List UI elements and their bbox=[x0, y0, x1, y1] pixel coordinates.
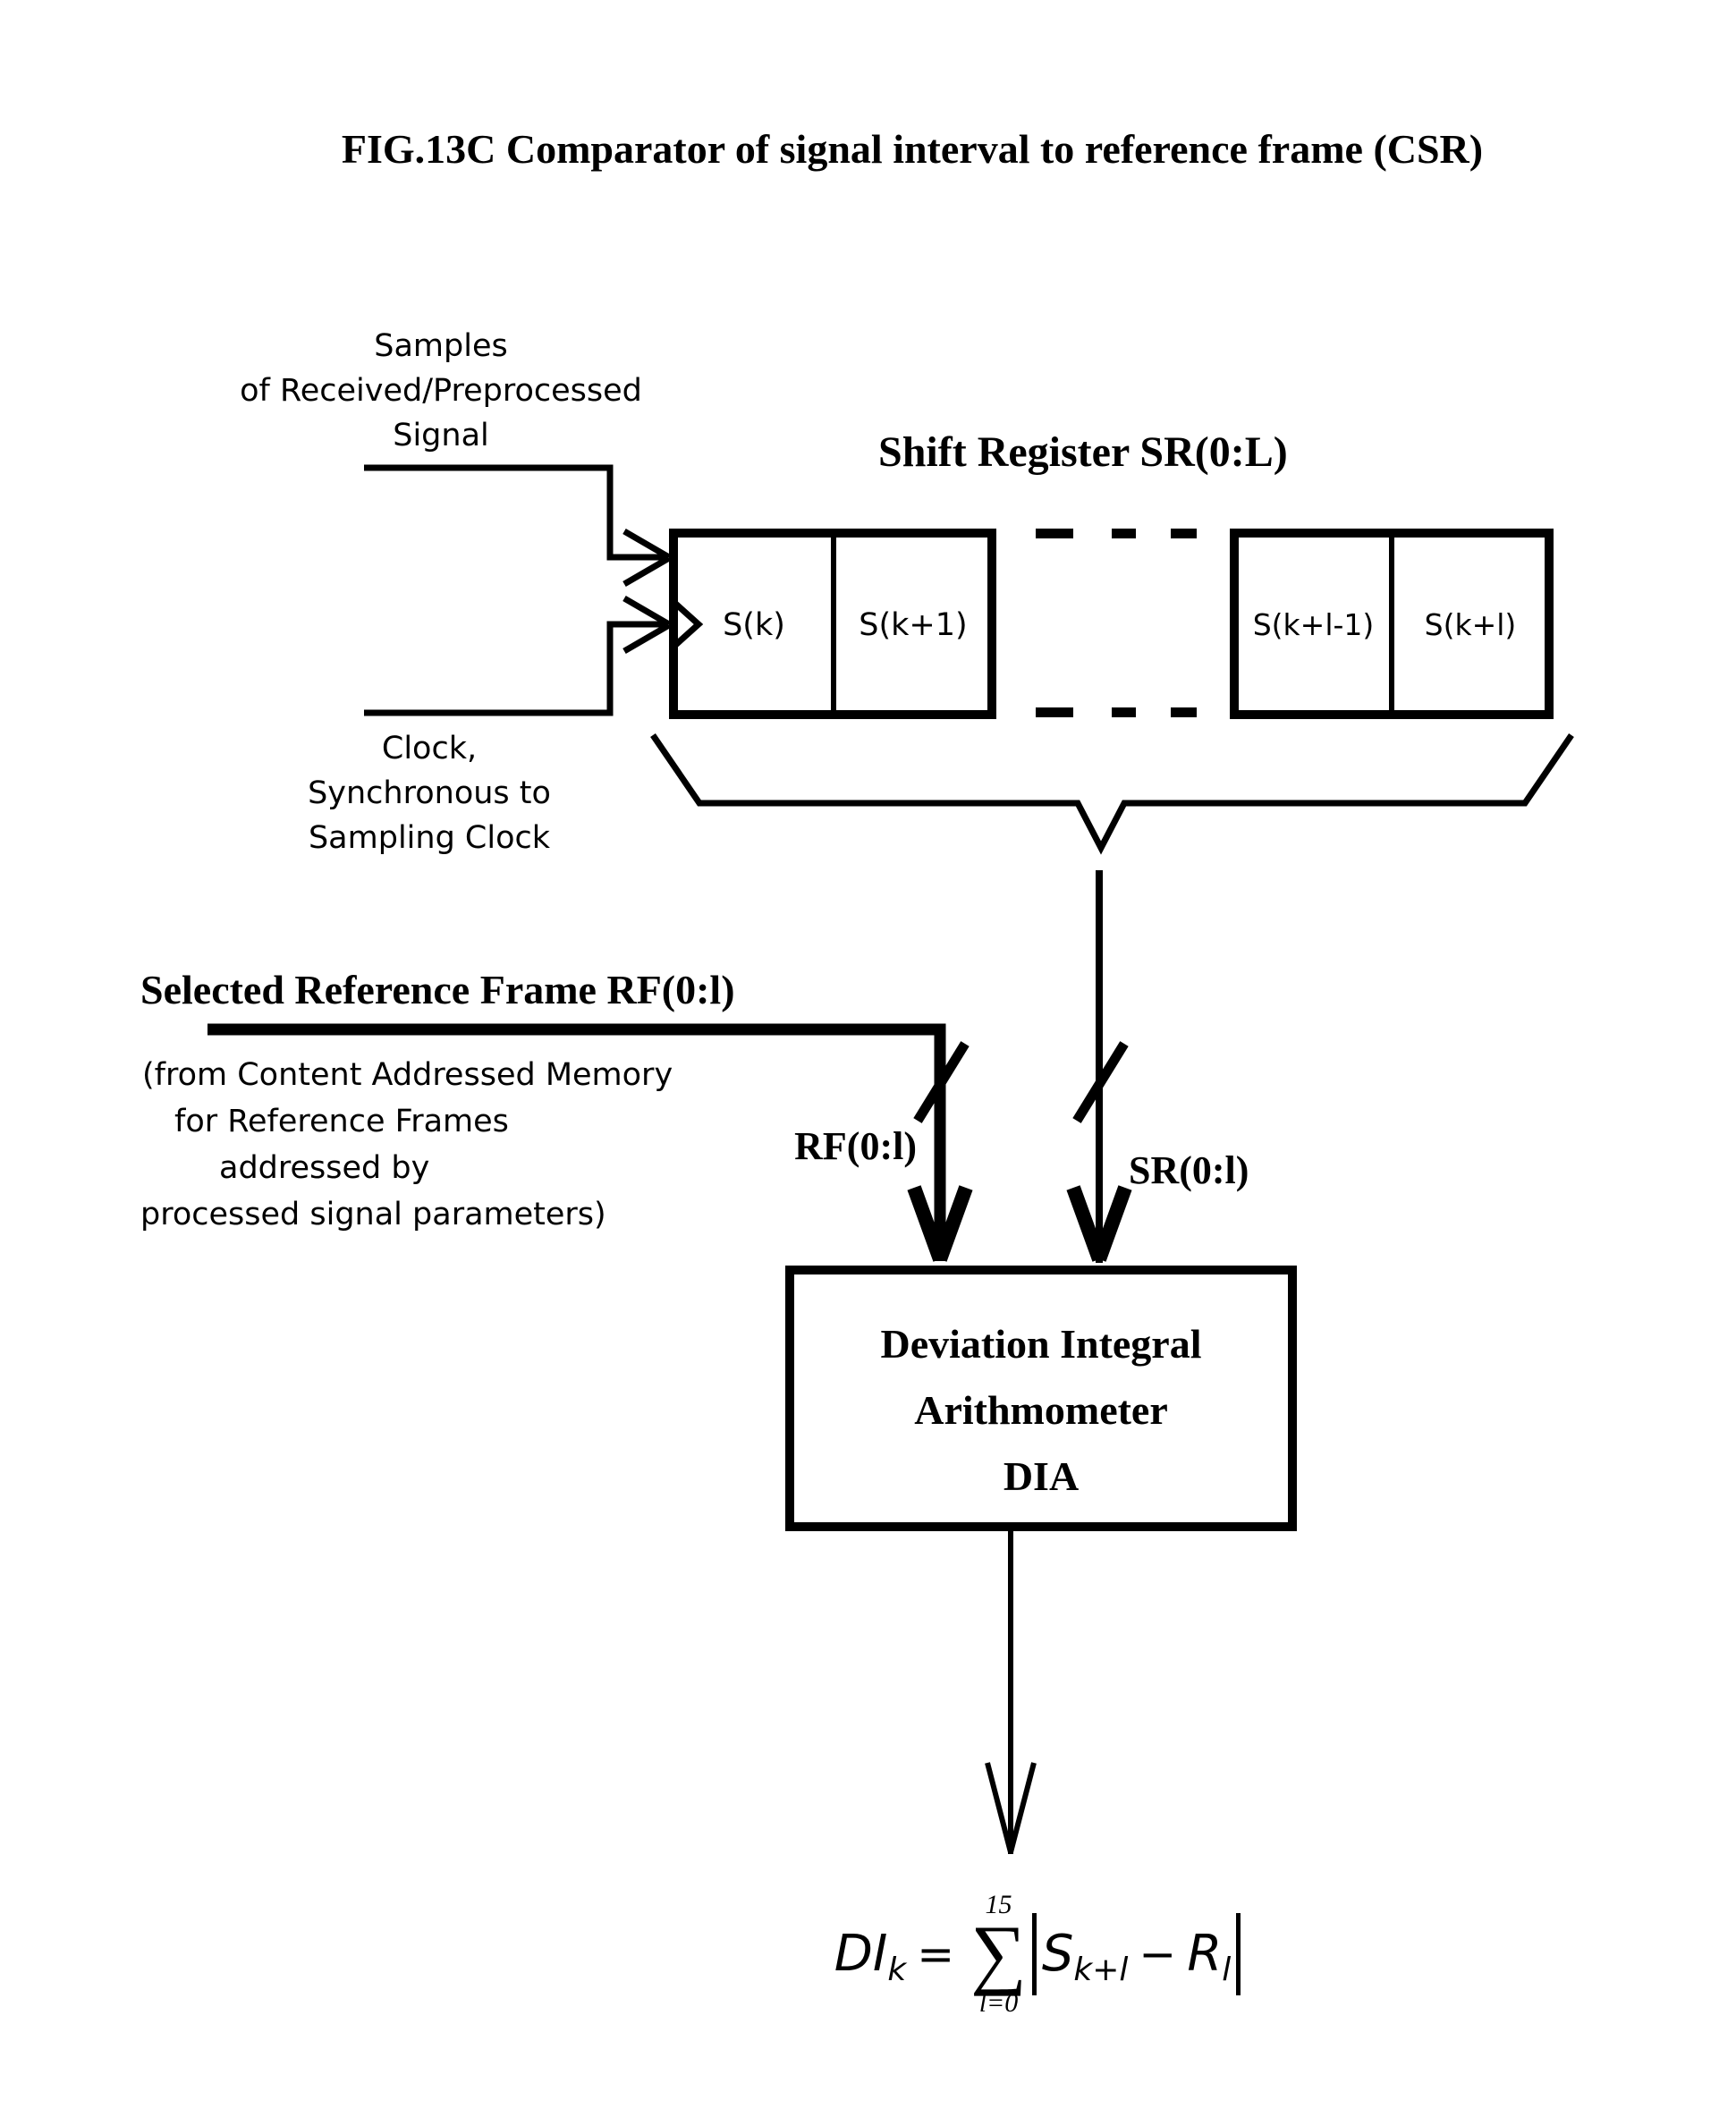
cam-note-line: (from Content Addressed Memory bbox=[142, 1057, 673, 1093]
rf-bus-slash bbox=[913, 1041, 970, 1123]
summation-upper-limit: 15 bbox=[985, 1889, 1012, 1919]
sr-arrowhead-icon bbox=[1066, 1185, 1132, 1262]
sr-bus-slash bbox=[1072, 1041, 1129, 1123]
register-cell-sk1: S(k+1) bbox=[859, 606, 968, 643]
register-dashes-bottom bbox=[1036, 707, 1197, 717]
register-brace bbox=[650, 733, 1574, 855]
figure-title: FIG.13C Comparator of signal interval to… bbox=[341, 126, 1484, 172]
cam-note: (from Content Addressed Memory for Refer… bbox=[140, 1052, 673, 1238]
samples-label-line: of Received/Preprocessed bbox=[240, 373, 642, 409]
formula-lhs-subscript: k bbox=[887, 1952, 907, 1988]
reference-frame-heading: Selected Reference Frame RF(0:l) bbox=[140, 967, 735, 1012]
dia-box-line: Deviation Integral bbox=[880, 1321, 1202, 1367]
samples-arrowhead-icon bbox=[622, 528, 671, 588]
formula-lhs: DI bbox=[834, 1925, 888, 1983]
samples-label: Samples of Received/Preprocessed Signal bbox=[210, 324, 672, 458]
clock-feed-line bbox=[364, 621, 665, 716]
register-cell-skl1: S(k+l-1) bbox=[1252, 607, 1375, 642]
formula-term1-subscript: k+l bbox=[1073, 1952, 1129, 1988]
formula-term2-subscript: l bbox=[1222, 1952, 1232, 1988]
formula-summation: 15 ∑ l=0 bbox=[970, 1889, 1027, 2019]
dia-box-line: Arithmometer bbox=[914, 1387, 1168, 1433]
clock-label-line: Synchronous to bbox=[308, 775, 551, 811]
abs-bar-left bbox=[1031, 1913, 1037, 1995]
shift-register-title: Shift Register SR(0:L) bbox=[878, 428, 1288, 476]
abs-bar-right bbox=[1236, 1913, 1241, 1995]
sigma-icon: ∑ bbox=[970, 1910, 1027, 1997]
rf-arrowhead-icon bbox=[907, 1185, 973, 1262]
formula-minus: − bbox=[1139, 1928, 1177, 1980]
dia-box-outline bbox=[785, 1266, 1297, 1531]
summation-lower-limit: l=0 bbox=[978, 1988, 1019, 2019]
formula-equals: = bbox=[917, 1928, 955, 1980]
register-cell-skl: S(k+l) bbox=[1424, 607, 1517, 642]
sr-bus-label: SR(0:l) bbox=[1129, 1148, 1249, 1192]
formula-term1: S bbox=[1041, 1925, 1074, 1983]
cam-note-line: addressed by bbox=[219, 1150, 430, 1186]
samples-label-line: Samples bbox=[374, 328, 508, 364]
rf-bus-label: RF(0:l) bbox=[794, 1124, 917, 1168]
deviation-integral-formula: DI k = 15 ∑ l=0 S k+l − R l bbox=[805, 1865, 1270, 2044]
clock-label-line: Clock, bbox=[381, 731, 478, 766]
cam-note-line: processed signal parameters) bbox=[140, 1197, 606, 1232]
dia-box-label: Deviation Integral Arithmometer DIA bbox=[790, 1311, 1292, 1510]
register-cell-sk: S(k) bbox=[723, 606, 785, 643]
dia-box-line: DIA bbox=[1003, 1453, 1080, 1499]
clock-chevron-icon bbox=[669, 597, 704, 651]
output-arrowhead-icon bbox=[985, 1762, 1037, 1853]
samples-label-line: Signal bbox=[393, 418, 489, 453]
clock-arrowhead-icon bbox=[622, 595, 671, 655]
formula-term2: R bbox=[1187, 1925, 1223, 1983]
clock-label-line: Sampling Clock bbox=[308, 820, 551, 856]
samples-feed-line bbox=[364, 464, 665, 561]
cam-note-line: for Reference Frames bbox=[174, 1104, 509, 1139]
register-dashes-top bbox=[1036, 529, 1197, 538]
clock-label: Clock, Synchronous to Sampling Clock bbox=[197, 726, 662, 860]
rf-bus-line bbox=[207, 1023, 946, 1261]
